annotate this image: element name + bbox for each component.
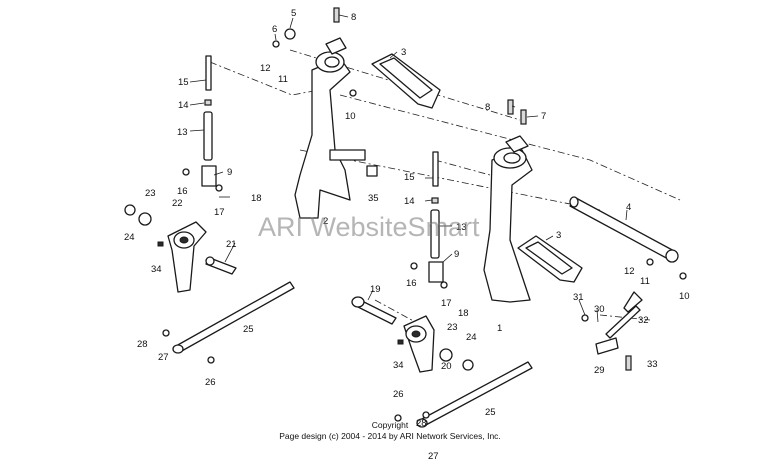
callout-label: 26 xyxy=(205,377,216,388)
callout-label: 34 xyxy=(393,360,404,371)
callout-label: 23 xyxy=(447,322,458,333)
callout-label: 3 xyxy=(556,230,561,241)
watermark: ARI WebsiteSmart xyxy=(258,212,480,242)
bellcrank-left xyxy=(167,221,207,293)
pedal-pad-lower xyxy=(517,235,583,283)
parking-lock xyxy=(595,291,643,355)
leader-lines xyxy=(189,14,628,323)
callout-label: 12 xyxy=(260,63,271,74)
callout-label: 11 xyxy=(278,74,288,85)
callout-label: 30 xyxy=(594,304,605,315)
callout-label: 27 xyxy=(428,451,439,462)
callout-label: 4 xyxy=(626,202,631,213)
callout-label: 16 xyxy=(406,278,417,289)
callout-label: 19 xyxy=(370,284,381,295)
callout-label: 15 xyxy=(404,172,415,183)
adjusting-rods xyxy=(201,55,444,283)
callout-label: 9 xyxy=(227,167,232,178)
pivot-pins xyxy=(205,256,397,325)
callout-label: 17 xyxy=(214,207,225,218)
callout-label: 13 xyxy=(456,222,467,233)
callout-label: 29 xyxy=(594,365,605,376)
callout-label: 11 xyxy=(640,276,650,287)
callout-label: 2 xyxy=(323,216,328,227)
callout-label: 28 xyxy=(416,418,427,429)
callout-label: 35 xyxy=(368,193,379,204)
callout-labels: 8 5 6 12 11 3 15 14 10 13 8 7 9 16 17 18… xyxy=(124,8,690,462)
callout-label: 31 xyxy=(573,292,584,303)
pedal-arm-left xyxy=(294,37,366,219)
page-design-credit: Page design (c) 2004 - 2014 by ARI Netwo… xyxy=(279,431,501,441)
callout-label: 21 xyxy=(226,239,237,250)
copyright-text: Copyright xyxy=(371,420,409,430)
callout-label: 6 xyxy=(272,24,277,35)
callout-label: 9 xyxy=(454,249,459,260)
callout-label: 3 xyxy=(401,47,406,58)
callout-label: 27 xyxy=(158,352,169,363)
callout-label: 20 xyxy=(441,361,452,372)
callout-label: 14 xyxy=(178,100,189,111)
callout-label: 18 xyxy=(458,308,469,319)
callout-label: 24 xyxy=(466,332,477,343)
callout-label: 24 xyxy=(124,232,135,243)
callout-label: 12 xyxy=(624,266,635,277)
callout-label: 28 xyxy=(137,339,148,350)
callout-label: 7 xyxy=(541,111,546,122)
callout-label: 26 xyxy=(393,389,404,400)
callout-label: 8 xyxy=(351,12,356,23)
pedal-arm-right xyxy=(483,135,533,303)
callout-label: 23 xyxy=(145,188,156,199)
brake-rods xyxy=(172,281,533,428)
callout-label: 34 xyxy=(151,264,162,275)
callout-label: 13 xyxy=(177,127,188,138)
callout-label: 17 xyxy=(441,298,452,309)
callout-label: 5 xyxy=(291,8,296,19)
callout-label: 8 xyxy=(485,102,490,113)
small-hardware xyxy=(124,7,687,422)
callout-label: 16 xyxy=(177,186,188,197)
callout-label: 10 xyxy=(345,111,356,122)
callout-label: 18 xyxy=(251,193,262,204)
callout-label: 1 xyxy=(497,323,502,334)
callout-label: 14 xyxy=(404,196,415,207)
callout-label: 10 xyxy=(679,291,690,302)
callout-label: 33 xyxy=(647,359,658,370)
callout-label: 22 xyxy=(172,198,183,209)
pedal-pad-upper xyxy=(371,53,441,109)
callout-label: 15 xyxy=(178,77,189,88)
callout-label: 32 xyxy=(638,315,649,326)
callout-label: 25 xyxy=(243,324,254,335)
cross-shaft xyxy=(569,196,679,263)
bellcrank-right xyxy=(403,315,435,373)
callout-label: 25 xyxy=(485,407,496,418)
